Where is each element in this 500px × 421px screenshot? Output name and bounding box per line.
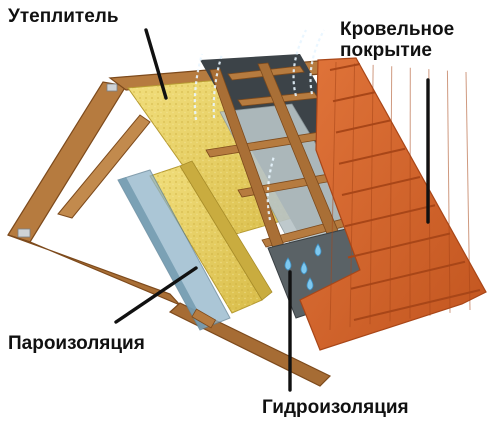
tile-seam-line (446, 70, 451, 313)
airflow-arrow-icon (266, 155, 276, 221)
label-roofing-line1: Кровельное (340, 19, 455, 40)
tile-course-line (335, 119, 391, 134)
left-truss (7, 81, 181, 306)
leader-insulation (144, 28, 168, 100)
tile-seam-line (465, 71, 471, 311)
tile-seam-line (389, 66, 393, 322)
tile-course-line (344, 204, 436, 228)
leader-lines (114, 28, 430, 392)
airflow-arrows (193, 29, 325, 221)
vapor-barrier-layer (117, 169, 231, 331)
tile-seam-line (349, 63, 356, 328)
airflow-arrow-icon (212, 53, 224, 119)
water-drop-icon (284, 257, 292, 271)
water-drop-icon (314, 243, 322, 257)
water-drop-icon (300, 261, 308, 275)
insulation-slab-side (179, 160, 273, 301)
tile-seam-line (329, 61, 337, 331)
airflow-arrow-icon (292, 29, 307, 97)
airflow-arrow-icon (193, 53, 204, 121)
label-vapor-barrier: Пароизоляция (8, 333, 145, 354)
water-drop-icon (306, 277, 314, 291)
label-waterproofing: Гидроизоляция (262, 397, 409, 418)
tile-course-line (341, 176, 421, 196)
label-insulation: Утеплитель (8, 6, 119, 27)
label-roofing-line2: покрытие (340, 40, 432, 61)
tile-seam-line (369, 64, 374, 325)
label-roofing: Кровельное покрытие (340, 19, 454, 61)
tile-course-line (353, 289, 481, 321)
airflow-arrow-icon (309, 29, 325, 95)
truss-bracket (106, 83, 118, 92)
counter-batten (191, 308, 217, 329)
tile-course-line (347, 232, 451, 259)
truss-bracket (17, 228, 31, 238)
leader-vapor (114, 266, 198, 324)
truss-inner-strut (57, 114, 151, 219)
vapor-film-edge (118, 177, 206, 330)
insulation-slab-front (150, 166, 262, 313)
